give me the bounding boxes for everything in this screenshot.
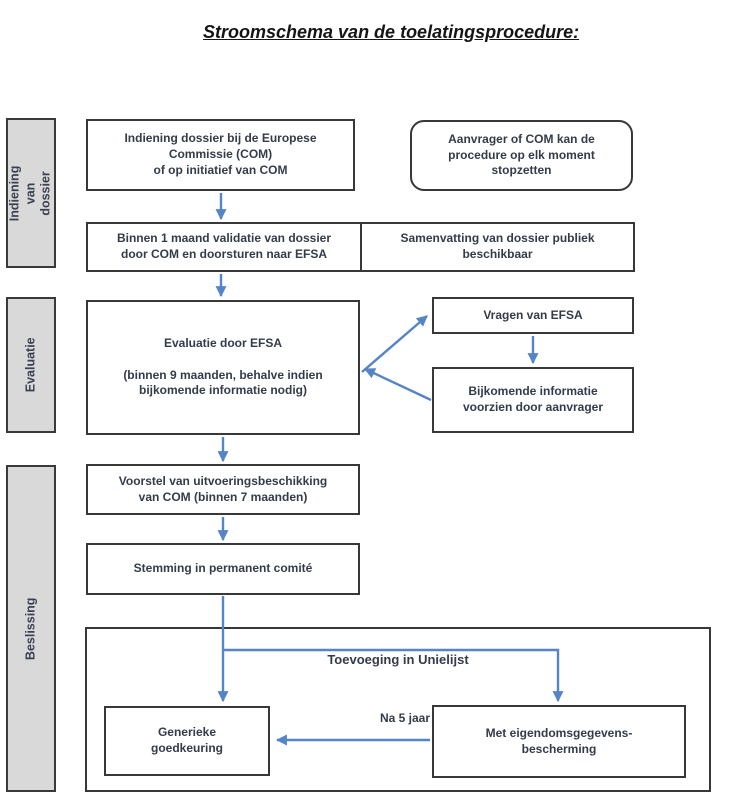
note-stop-procedure: Aanvrager of COM kan de procedure op elk…	[410, 120, 633, 191]
flow-box-indiening-dossier: Indiening dossier bij de Europese Commis…	[86, 119, 355, 191]
label-na-5-jaar: Na 5 jaar	[379, 711, 430, 725]
stage-label: Beslissing	[23, 597, 38, 660]
stage-bar-evaluatie: Evaluatie	[6, 297, 56, 433]
stage-label: Evaluatie	[23, 337, 38, 393]
flow-box-stemming-permanent-comite: Stemming in permanent comité	[86, 543, 360, 595]
flow-box-bijkomende-informatie: Bijkomende informatie voorzien door aanv…	[432, 367, 634, 433]
page-title: Stroomschema van de toelatingsprocedure:	[203, 22, 580, 42]
flow-box-samenvatting: Samenvatting van dossier publiek beschik…	[360, 222, 635, 272]
arrow-bijkomende-to-efsa	[364, 367, 432, 402]
flow-box-validatie: Binnen 1 maand validatie van dossier doo…	[86, 222, 362, 272]
flow-box-generieke-goedkeuring: Generieke goedkeuring	[104, 706, 270, 776]
unielijst-label: Toevoeging in Unielijst	[327, 652, 469, 667]
unielijst-container-box	[85, 627, 711, 792]
flow-box-evaluatie-efsa: Evaluatie door EFSA (binnen 9 maanden, b…	[86, 300, 360, 435]
stage-bar-beslissing: Beslissing	[6, 465, 56, 792]
flow-box-voorstel-uitvoeringsbeschikking: Voorstel van uitvoeringsbeschikking van …	[86, 464, 360, 515]
flow-box-eigendomsgegevens-bescherming: Met eigendomsgegevens- bescherming	[432, 705, 686, 778]
arrow-efsa-to-vragen	[361, 315, 428, 373]
flow-box-vragen-efsa: Vragen van EFSA	[432, 297, 634, 334]
stage-label: Indiening van dossier	[7, 165, 53, 221]
stage-bar-indiening-van-dossier: Indiening van dossier	[6, 118, 56, 268]
